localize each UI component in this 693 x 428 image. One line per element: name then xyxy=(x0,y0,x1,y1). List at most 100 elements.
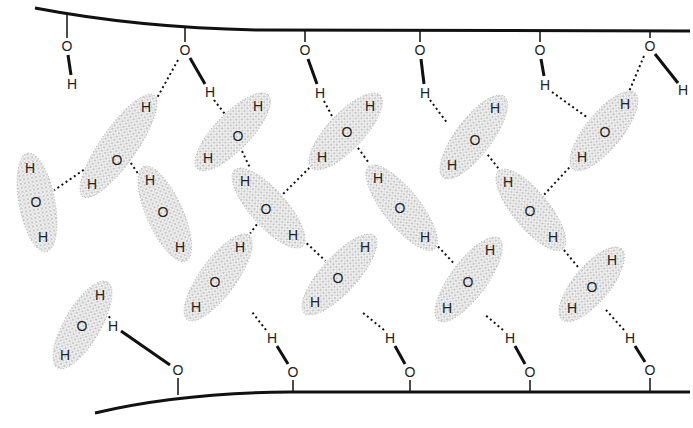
electron-cloud-outline xyxy=(127,159,202,268)
surface-atom: H xyxy=(540,78,550,92)
hydrogen-atom: H xyxy=(442,301,452,315)
oxygen-atom: O xyxy=(587,280,598,294)
water-molecule: H O H xyxy=(195,93,270,171)
oxygen-atom: O xyxy=(342,125,353,139)
hydrogen-bond xyxy=(250,224,257,233)
hydrogen-atom: H xyxy=(253,99,263,113)
oxygen-atom: O xyxy=(470,133,481,147)
hydrogen-atom: H xyxy=(567,301,577,315)
hydrogen-atom: H xyxy=(490,101,500,115)
electron-cloud-outline xyxy=(42,273,123,377)
surface-atom: O xyxy=(645,39,656,53)
surface-atom: H xyxy=(505,331,515,345)
hydrogen-bond xyxy=(242,151,251,169)
water-molecule: HOH xyxy=(184,234,252,321)
hydrogen-atom: H xyxy=(95,288,105,302)
surface-atom: O xyxy=(535,43,546,57)
hydrogen-bond xyxy=(564,250,579,268)
oxygen-atom: O xyxy=(395,201,406,215)
hydrogen-atom: H xyxy=(25,161,35,175)
oxygen-atom: O xyxy=(333,271,344,285)
water-molecule: HOH xyxy=(302,234,377,315)
oxygen-atom: O xyxy=(112,153,123,167)
oxygen-atom: O xyxy=(31,195,42,209)
electron-cloud-outline xyxy=(549,237,636,331)
hydrogen-atom: H xyxy=(235,240,245,254)
hydrogen-atom: H xyxy=(447,158,457,172)
hydrogen-atom: H xyxy=(620,97,630,111)
oxygen-atom: O xyxy=(600,125,611,139)
hydrogen-atom: H xyxy=(373,171,383,185)
hydrogen-bond xyxy=(438,247,455,265)
electron-cloud-outline xyxy=(10,150,64,255)
hydrogen-atom: H xyxy=(87,177,97,191)
surface-atom: O xyxy=(300,43,311,57)
surface-atom: O xyxy=(645,363,656,377)
hydrogen-atom: H xyxy=(203,151,213,165)
hydrogen-bond xyxy=(54,170,84,190)
hydrogen-atom: H xyxy=(485,243,495,257)
hydrogen-atom: H xyxy=(60,348,70,362)
surface-line xyxy=(35,8,690,413)
oxygen-atom: O xyxy=(158,205,169,219)
hydrogen-bond xyxy=(486,153,498,168)
electron-cloud-outline xyxy=(355,155,449,260)
hydrogen-atom: H xyxy=(577,150,587,164)
surface-atom: O xyxy=(173,363,184,377)
hydrogen-atom: H xyxy=(145,173,155,187)
water-molecule: HOH xyxy=(366,165,437,250)
surface-atom: H xyxy=(108,319,118,333)
oxygen-atom: O xyxy=(463,275,474,289)
oxygen-atom: O xyxy=(233,129,244,143)
oxygen-atom: O xyxy=(210,275,221,289)
surface-stems xyxy=(67,15,650,395)
surface-atom: H xyxy=(385,331,395,345)
surface-atom: H xyxy=(625,331,635,345)
hydrogen-atom: H xyxy=(365,99,375,113)
electron-cloud-outline xyxy=(559,81,649,180)
surface-hydrogen-bonds xyxy=(100,56,644,330)
hydrogen-atom: H xyxy=(607,253,617,267)
electron-cloud-outline xyxy=(292,224,389,325)
surface-atom: O xyxy=(62,39,73,53)
surface-atom: H xyxy=(420,86,430,100)
water-molecule: HOH xyxy=(440,95,507,179)
hydrogen-atom: H xyxy=(175,240,185,254)
hydrogen-atom: H xyxy=(548,230,558,244)
surface-atom: O xyxy=(525,365,536,379)
oxygen-atom: O xyxy=(77,319,88,333)
hydrogen-atom: H xyxy=(38,230,48,244)
surface-atom: H xyxy=(315,86,325,100)
water-molecule: HOH xyxy=(309,93,382,170)
hydrogen-atom: H xyxy=(503,175,513,189)
surface-atom: O xyxy=(415,43,426,57)
hydrogen-atom: H xyxy=(240,174,250,188)
surface-atom: O xyxy=(180,43,191,57)
oh-bonds xyxy=(68,54,678,365)
surface-atom: H xyxy=(67,77,77,91)
electron-cloud-outline xyxy=(299,83,394,181)
hydrogen-bond xyxy=(131,163,138,173)
water-molecule: HOH xyxy=(496,169,566,250)
hydrogen-atom: H xyxy=(317,150,327,164)
water-molecule: HOH xyxy=(570,91,638,171)
oxygen-atom: O xyxy=(261,202,272,216)
electron-cloud-outline xyxy=(222,158,317,258)
water-molecule: HOH xyxy=(559,247,624,322)
water-molecule: H O H xyxy=(138,166,192,262)
surface-atom: O xyxy=(405,365,416,379)
hydrogen-bond xyxy=(283,168,309,194)
water-molecule: HOH xyxy=(435,237,502,322)
hydrogen-atom: H xyxy=(141,100,151,114)
hydrogen-atom: H xyxy=(191,300,201,314)
water-molecule: H O H xyxy=(17,153,57,252)
hydrogen-atom: H xyxy=(360,240,370,254)
water-molecule: H O H xyxy=(53,281,112,369)
surface-atom: H xyxy=(678,83,688,97)
oxygen-atom: O xyxy=(525,204,536,218)
electron-cloud-outline xyxy=(185,83,282,182)
surface-atom: O xyxy=(288,365,299,379)
surface-atom: H xyxy=(205,85,215,99)
